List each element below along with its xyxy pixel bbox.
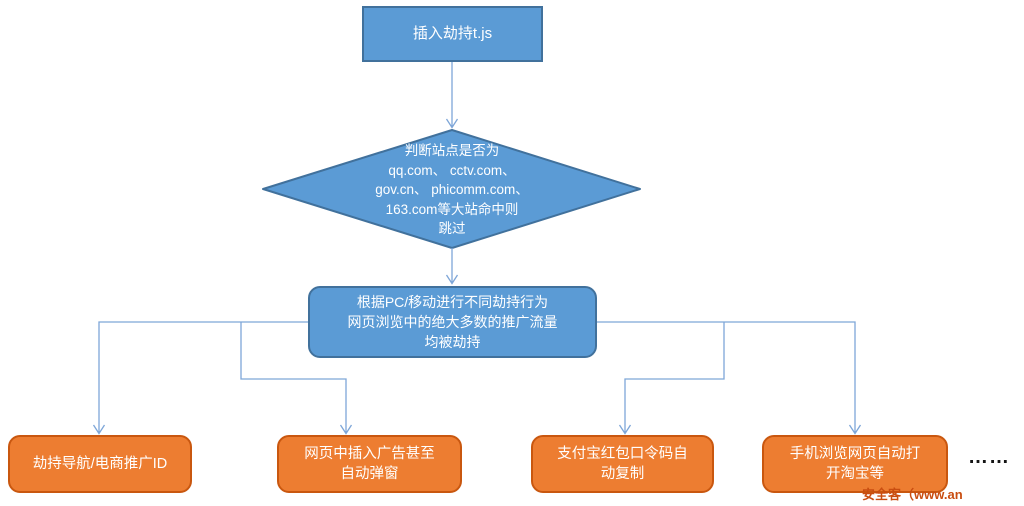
arrow-decision-to-process [445, 248, 459, 285]
more-outcomes-ellipsis: …… [968, 446, 1010, 468]
outcome-node-inject-ads: 网页中插入广告甚至 自动弹窗 [277, 435, 462, 493]
arrow-process-to-outcome-3 [618, 322, 725, 435]
start-node: 插入劫持t.js [362, 6, 543, 62]
outcome-node-hijack-promo-id: 劫持导航/电商推广ID [8, 435, 192, 493]
outcome-node-label: 支付宝红包口令码自 动复制 [557, 446, 688, 482]
outcome-node-label: 劫持导航/电商推广ID [32, 456, 168, 472]
outcome-node-alipay-redpacket: 支付宝红包口令码自 动复制 [531, 435, 714, 493]
arrow-process-to-outcome-1 [92, 321, 308, 435]
decision-node-label: 判断站点是否为 qq.com、 cctv.com、 gov.cn、 phicom… [375, 143, 529, 236]
arrow-start-to-decision [445, 62, 459, 129]
arrow-process-to-outcome-2 [240, 322, 353, 435]
process-node: 根据PC/移动进行不同劫持行为 网页浏览中的绝大多数的推广流量 均被劫持 [308, 286, 597, 358]
outcome-node-label: 网页中插入广告甚至 自动弹窗 [304, 446, 435, 482]
outcome-node-open-taobao: 手机浏览网页自动打 开淘宝等 [762, 435, 948, 493]
outcome-node-label: 手机浏览网页自动打 开淘宝等 [789, 446, 921, 482]
process-node-label: 根据PC/移动进行不同劫持行为 网页浏览中的绝大多数的推广流量 均被劫持 [347, 294, 558, 350]
anquanke-watermark: 安全客（www.an [862, 487, 963, 502]
arrow-process-to-outcome-4 [597, 321, 862, 435]
start-node-label: 插入劫持t.js [412, 25, 493, 42]
